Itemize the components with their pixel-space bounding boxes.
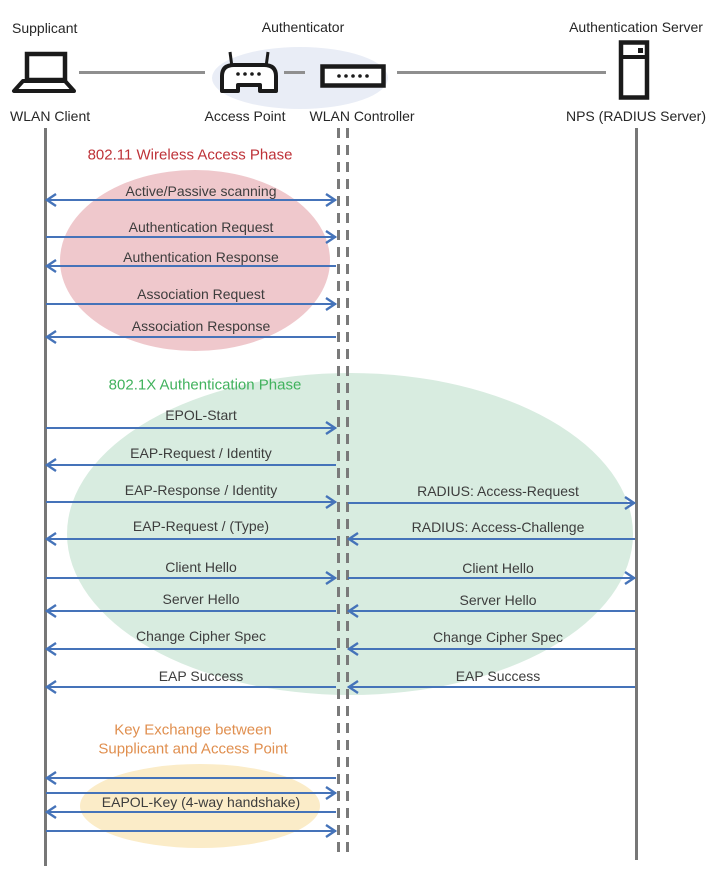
message-arrow-right	[46, 421, 338, 435]
wlan-controller-icon	[320, 64, 386, 88]
message-label: EAP Success	[158, 668, 244, 684]
message-arrow-right	[348, 496, 637, 510]
message-arrow-both	[44, 193, 338, 207]
role-supplicant: Supplicant	[12, 20, 78, 36]
message-arrow-left	[44, 532, 336, 546]
phase-title-key-exchange-line2: Supplicant and Access Point	[98, 740, 288, 758]
message-arrow-left	[44, 604, 336, 618]
device-label-access-point: Access Point	[204, 108, 286, 124]
device-label-wlan-controller: WLAN Controller	[309, 108, 415, 124]
message-label: EAP Success	[455, 668, 541, 684]
lifeline-wlan-controller-dashed-right	[346, 128, 349, 858]
message-label: Authentication Request	[128, 219, 274, 235]
message-arrow-left	[44, 330, 336, 344]
message-arrow-left	[44, 680, 336, 694]
device-label-wlan-client: WLAN Client	[10, 108, 91, 124]
message-label: Change Cipher Spec	[136, 628, 266, 644]
server-icon	[618, 40, 650, 100]
message-label: Association Request	[137, 286, 265, 302]
phase-title-key-exchange-line1: Key Exchange between	[114, 721, 272, 739]
access-point-icon	[220, 51, 278, 93]
message-label: EAP-Request / (Type)	[132, 518, 270, 534]
message-label: Client Hello	[462, 560, 534, 576]
role-authenticator: Authenticator	[261, 19, 345, 35]
message-label: Server Hello	[459, 592, 537, 608]
phase-title-dot1x: 802.1X Authentication Phase	[108, 376, 302, 394]
message-label: Server Hello	[162, 591, 240, 607]
device-label-nps-radius-server: NPS (RADIUS Server)	[565, 108, 707, 124]
phase-ellipse-dot1x	[67, 373, 633, 695]
message-arrow-left	[44, 259, 336, 273]
message-arrow-left	[346, 532, 635, 546]
message-arrow-right	[46, 495, 338, 509]
message-arrow-left	[44, 805, 336, 819]
message-label: RADIUS: Access-Request	[417, 483, 579, 499]
message-arrow-left	[44, 642, 336, 656]
message-arrow-left	[44, 458, 336, 472]
message-label: Authentication Response	[123, 249, 279, 265]
lifeline-radius-server	[635, 128, 638, 860]
message-arrow-right	[46, 571, 338, 585]
message-arrow-left	[346, 604, 635, 618]
message-label: Active/Passive scanning	[125, 183, 277, 199]
lifeline-wlan-client	[44, 128, 47, 866]
message-label: EAPOL-Key (4-way handshake)	[101, 794, 301, 810]
message-arrow-left	[44, 771, 336, 785]
message-arrow-left	[346, 680, 635, 694]
message-arrow-right	[46, 824, 338, 838]
message-arrow-right	[46, 297, 338, 311]
connector-ap-controller	[284, 71, 305, 74]
laptop-icon	[12, 51, 76, 93]
message-label: EAP-Request / Identity	[130, 445, 272, 461]
lifeline-wlan-controller-dashed-left	[337, 128, 340, 858]
message-arrow-right	[46, 786, 338, 800]
message-arrow-right	[348, 571, 637, 585]
connector-client-ap	[79, 71, 205, 74]
message-arrow-right	[46, 230, 338, 244]
message-arrow-left	[346, 642, 635, 656]
connector-controller-server	[397, 71, 606, 74]
message-label: EAP-Response / Identity	[124, 482, 278, 498]
message-label: Change Cipher Spec	[433, 629, 563, 645]
role-authentication-server: Authentication Server	[569, 19, 703, 35]
message-label: RADIUS: Access-Challenge	[411, 519, 585, 535]
message-label: Association Response	[131, 318, 271, 334]
phase-title-wireless: 802.11 Wireless Access Phase	[87, 146, 293, 164]
message-label: Client Hello	[165, 559, 237, 575]
message-label: EPOL-Start	[165, 407, 237, 423]
